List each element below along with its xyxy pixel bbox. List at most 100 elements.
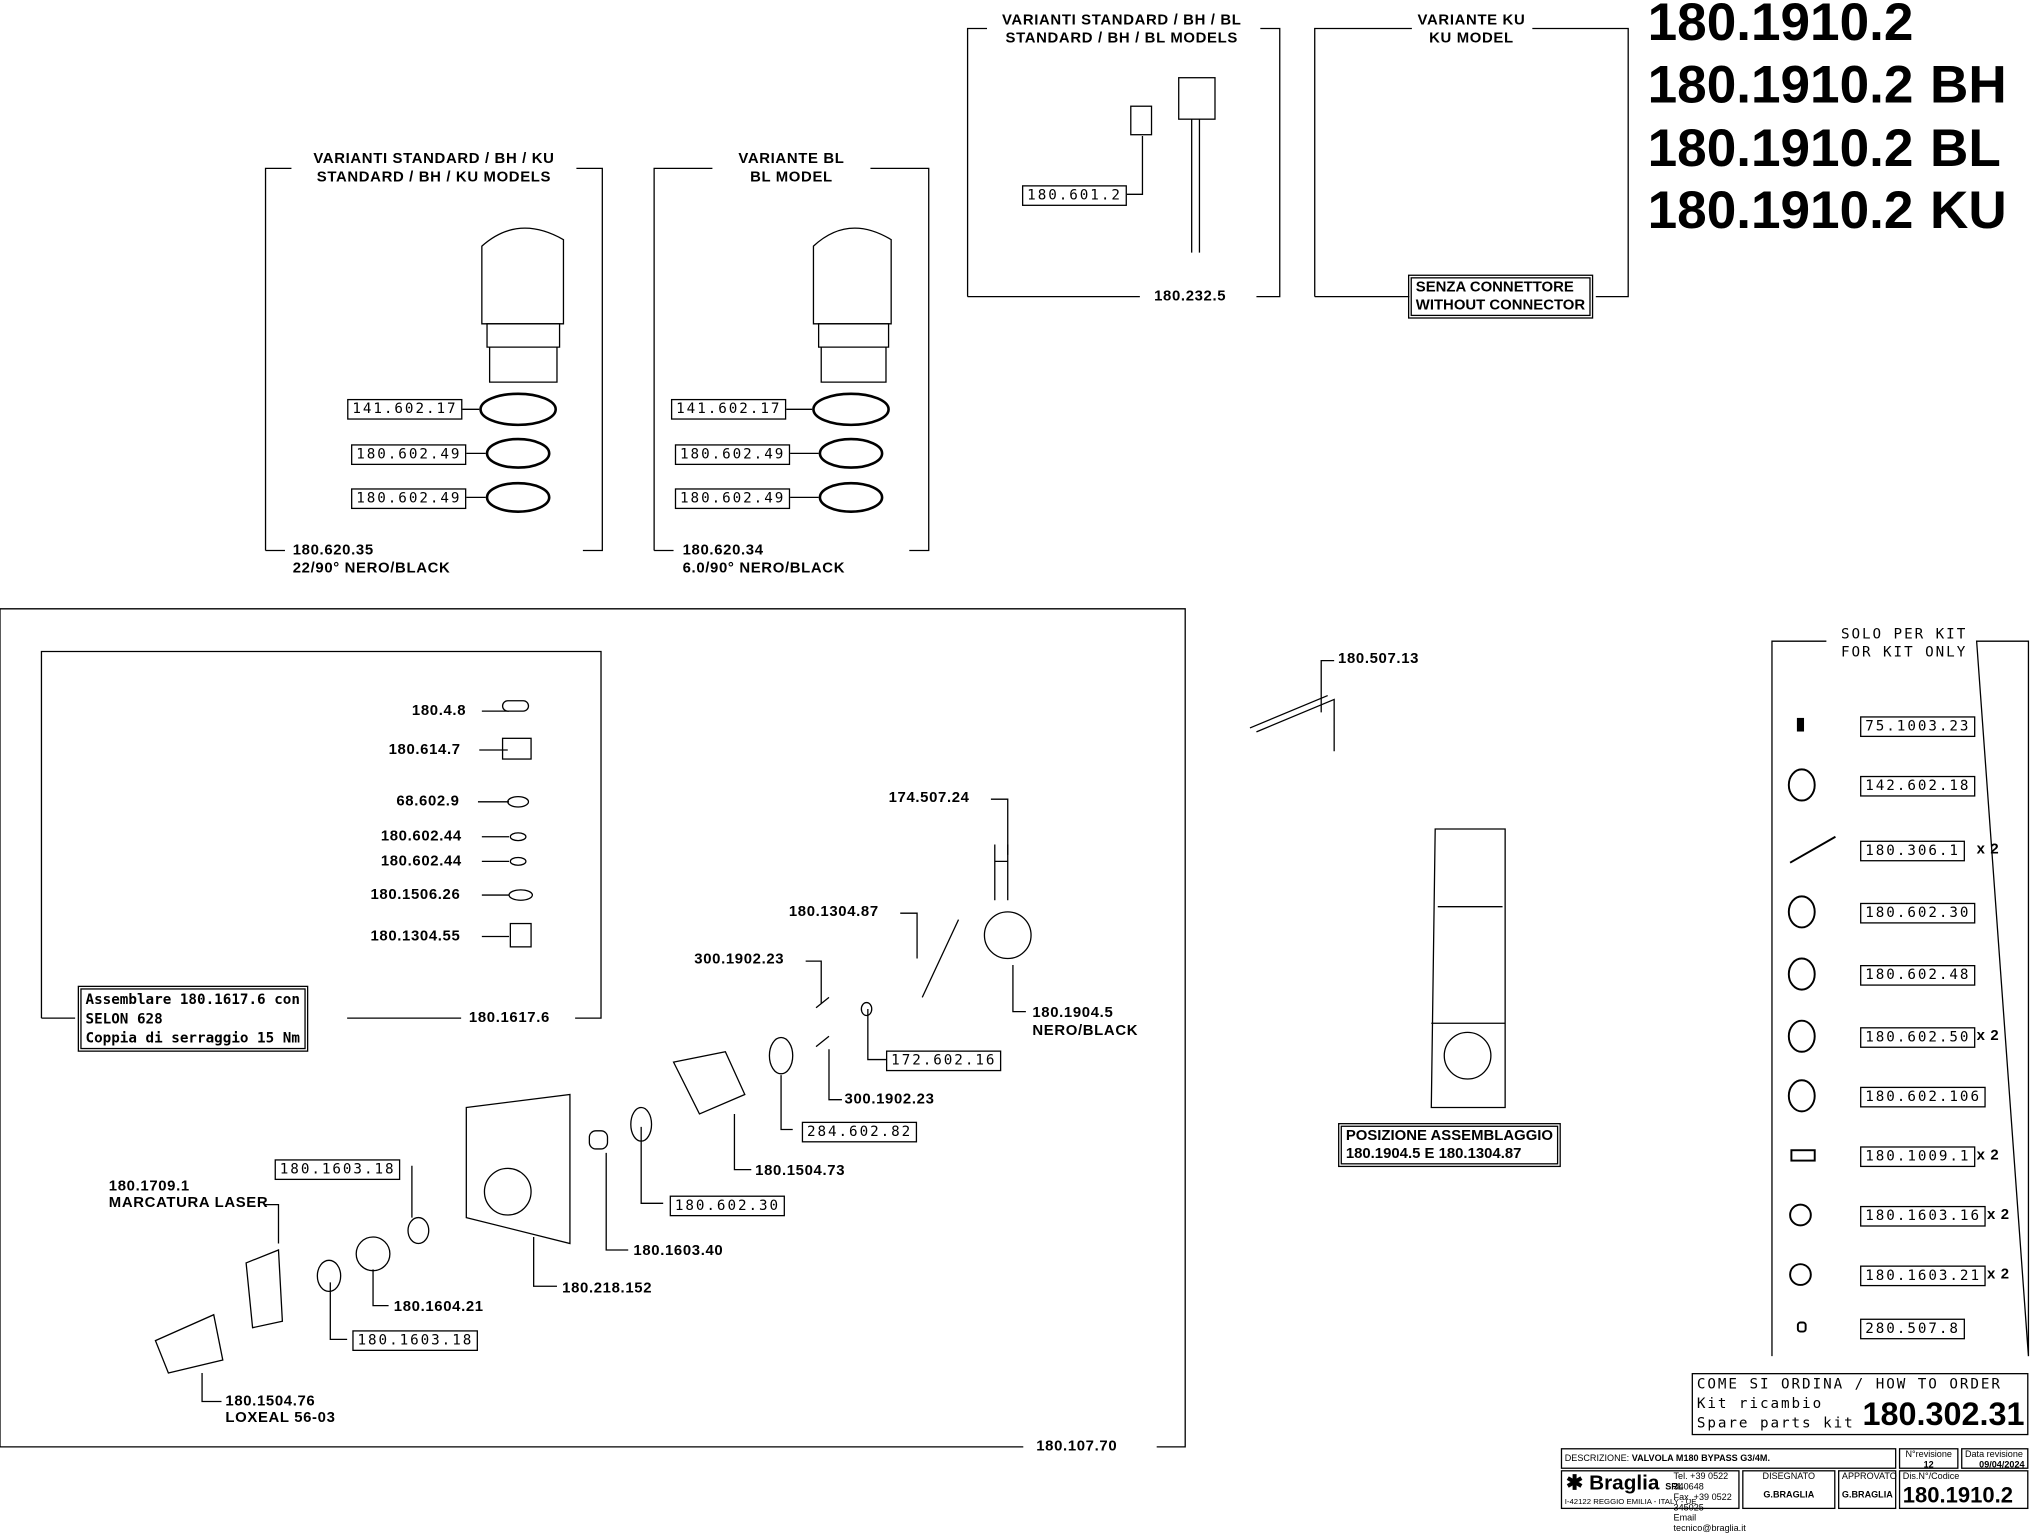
- part-label: 284.602.82: [801, 1121, 918, 1143]
- part-spec: NERO/BLACK: [1032, 1023, 1139, 1039]
- actuator-drawing: [481, 227, 892, 383]
- kit-part-code: 180.306.1: [1860, 840, 1966, 862]
- revision: 12: [1923, 1461, 1934, 1471]
- kit-title: SOLO PER KIT: [1840, 625, 1968, 643]
- part-label: 180.1506.26: [370, 887, 461, 903]
- model-variant: BH: [1929, 54, 2007, 114]
- order-line: Spare parts kit: [1696, 1414, 1855, 1432]
- label: APPROVATO: [1841, 1472, 1897, 1482]
- part-spec: MARCATURA LASER: [108, 1195, 269, 1212]
- section-title: VARIANTI STANDARD / BH / BL: [1001, 12, 1242, 29]
- kit-quantity: x 2: [1976, 1147, 2000, 1164]
- part-label: 180.602.44: [380, 828, 462, 845]
- revision-date: 09/04/2024: [1979, 1461, 2025, 1471]
- part-label: 180.507.13: [1338, 651, 1420, 668]
- part-label: 180.601.2: [1021, 185, 1128, 206]
- section-title: VARIANTI STANDARD / BH / KU: [313, 151, 555, 168]
- part-label: 180.602.49: [351, 444, 467, 466]
- part-label: 180.1304.55: [370, 928, 461, 945]
- frame-lines: [0, 27, 2030, 1448]
- kit-part-code: 180.602.30: [1860, 902, 1976, 924]
- drawn-by-field: DISEGNATO G.BRAGLIA: [1742, 1470, 1836, 1510]
- kit-part-code: 180.602.48: [1860, 964, 1976, 986]
- note-line: 180.1904.5 E 180.1304.87: [1345, 1146, 1522, 1162]
- kit-subtitle: FOR KIT ONLY: [1840, 643, 1968, 661]
- part-label: 174.507.24: [888, 790, 970, 806]
- sub-assembly-code: 180.1617.6: [468, 1010, 550, 1026]
- part-label: 180.1504.76: [225, 1393, 316, 1410]
- kit-part-code: 180.602.106: [1860, 1086, 1987, 1108]
- valve-parts: [154, 694, 1506, 1374]
- section-title: VARIANTE KU: [1417, 12, 1526, 29]
- assembly-position-note: POSIZIONE ASSEMBLAGGIO 180.1904.5 E 180.…: [1338, 1123, 1561, 1168]
- model-code: 180.1910.2: [1647, 54, 1914, 114]
- order-title: COME SI ORDINA / HOW TO ORDER: [1696, 1375, 2002, 1393]
- leader-lines: [201, 136, 1335, 1403]
- part-label: 180.1904.5: [1032, 1005, 1114, 1021]
- no-connector-note: SENZA CONNETTORE WITHOUT CONNECTOR: [1407, 274, 1593, 319]
- kit-part-code: 142.602.18: [1860, 775, 1976, 797]
- kit-part-code: 180.1603.16: [1860, 1205, 1987, 1227]
- part-label: 141.602.17: [347, 398, 463, 420]
- kit-quantity: x 2: [1986, 1266, 2010, 1283]
- part-label: 180.602.49: [674, 488, 791, 510]
- note-line: WITHOUT CONNECTOR: [1415, 297, 1586, 314]
- connector-drawing: [1130, 77, 1216, 253]
- kit-quantity: x 2: [1976, 1028, 2000, 1045]
- kit-quantity: x 2: [1976, 841, 2000, 858]
- note-line: SELON 628: [85, 1010, 163, 1028]
- label: DISEGNATO: [1762, 1472, 1816, 1482]
- drawing-code: 180.1910.2: [1902, 1483, 2014, 1508]
- part-spec: 6.0/90° NERO/BLACK: [682, 560, 846, 577]
- note-line: Assemblare 180.1617.6 con: [85, 990, 300, 1008]
- model-code: 180.1910.2: [1647, 0, 1914, 52]
- part-label: 180.602.49: [351, 488, 467, 510]
- order-box: COME SI ORDINA / HOW TO ORDER Kit ricamb…: [1691, 1373, 2029, 1436]
- email: Email tecnico@braglia.it: [1673, 1514, 1746, 1534]
- section-subtitle: STANDARD / BH / KU MODELS: [316, 169, 552, 186]
- part-label: 180.1709.1: [108, 1178, 190, 1195]
- part-label: 180.1603.18: [352, 1330, 479, 1351]
- braglia-logo: ✱ Braglia SRL: [1566, 1472, 1684, 1495]
- assembly-note: Assemblare 180.1617.6 con SELON 628 Copp…: [77, 985, 308, 1052]
- part-label: 180.620.35: [292, 542, 374, 559]
- fax: Fax. +39 0522 345025: [1673, 1493, 1732, 1513]
- kit-part-code: 180.1009.1: [1860, 1146, 1976, 1168]
- description: VALVOLA M180 BYPASS G3/4M.: [1631, 1454, 1770, 1464]
- label: Dis.N°/Codice: [1902, 1472, 1960, 1482]
- part-label: 180.232.5: [1154, 288, 1227, 305]
- model-variant: KU: [1929, 180, 2007, 240]
- part-label: 141.602.17: [670, 398, 787, 420]
- section-subtitle: BL MODEL: [750, 169, 833, 186]
- company-name: Braglia: [1589, 1472, 1660, 1495]
- company-type: SRL: [1665, 1483, 1684, 1493]
- label: N°revisione: [1905, 1450, 1952, 1460]
- note-line: POSIZIONE ASSEMBLAGGIO: [1345, 1128, 1554, 1144]
- approved-by: G.BRAGLIA: [1841, 1490, 1893, 1500]
- assembly-code: 180.107.70: [1036, 1439, 1118, 1455]
- model-variant: BL: [1929, 117, 2001, 178]
- part-label: 180.1304.87: [788, 904, 879, 920]
- section-subtitle: STANDARD / BH / BL MODELS: [1005, 31, 1238, 47]
- part-label: 180.1504.73: [755, 1163, 846, 1179]
- note-line: Coppia di serraggio 15 Nm: [85, 1029, 300, 1047]
- part-label: 300.1902.23: [844, 1091, 935, 1108]
- drawn-by: G.BRAGLIA: [1763, 1490, 1815, 1500]
- part-label: 180.4.8: [411, 703, 467, 719]
- approved-by-field: APPROVATO G.BRAGLIA: [1838, 1470, 1897, 1510]
- part-label: 180.1603.40: [633, 1243, 724, 1260]
- kit-part-code: 180.1603.21: [1860, 1265, 1987, 1287]
- part-label: 180.620.34: [682, 542, 764, 559]
- part-label: 172.602.16: [885, 1050, 1002, 1072]
- address: I-42122 REGGIO EMILIA - ITALY - UE: [1564, 1498, 1697, 1507]
- part-label: 180.218.152: [562, 1281, 653, 1297]
- kit-part-code: 280.507.8: [1860, 1318, 1966, 1340]
- kit-icons: [1787, 717, 1836, 1333]
- label: DESCRIZIONE:: [1564, 1454, 1630, 1464]
- description-field: DESCRIZIONE: VALVOLA M180 BYPASS G3/4M.: [1560, 1448, 1897, 1469]
